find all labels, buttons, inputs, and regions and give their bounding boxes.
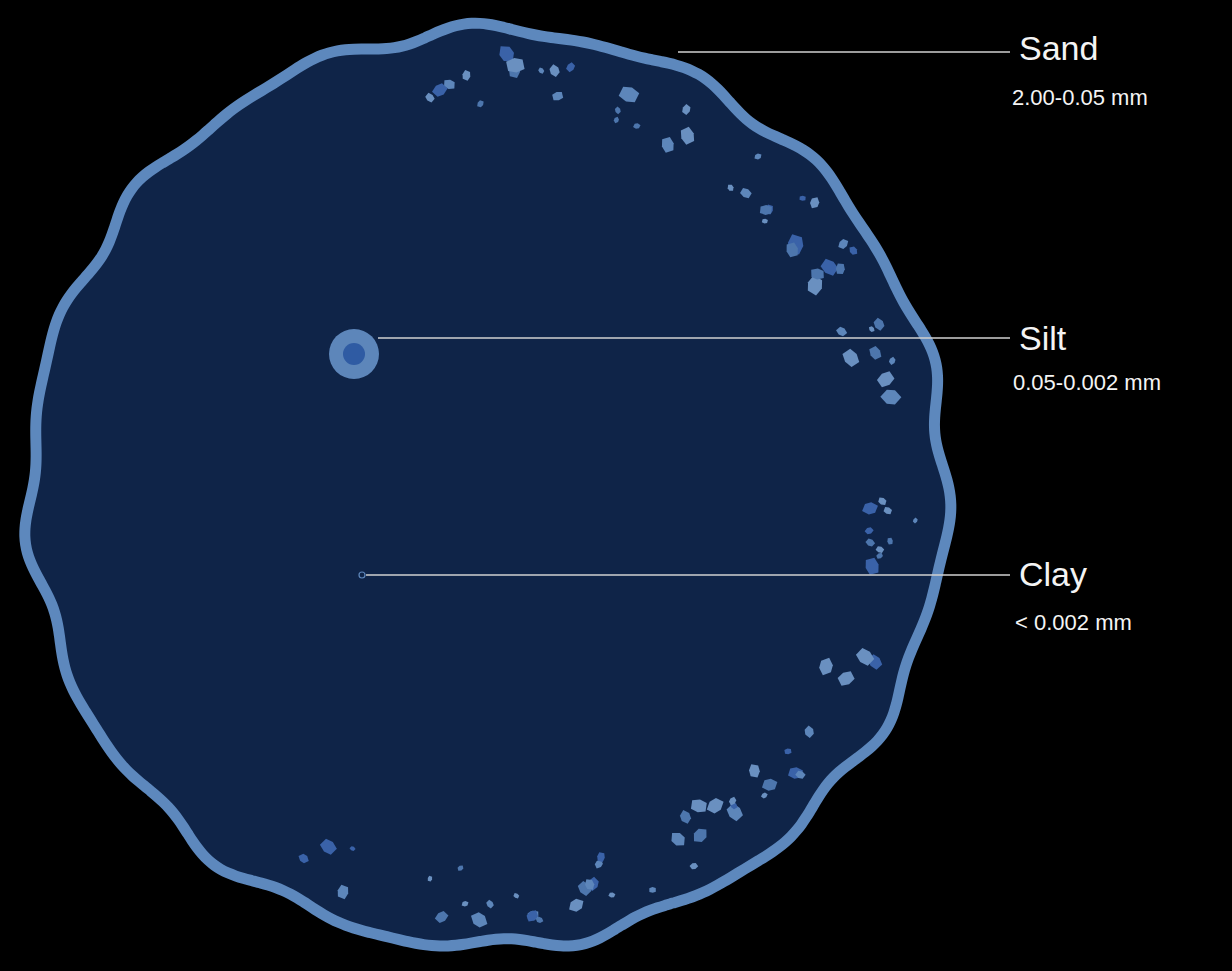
- sand-speck: [795, 771, 805, 779]
- sand-speck: [787, 242, 798, 257]
- sand-speck: [707, 798, 724, 814]
- particle-name: Silt: [1019, 320, 1066, 357]
- sand-speck: [682, 104, 690, 115]
- sand-speck: [549, 64, 559, 77]
- sand-speck: [876, 546, 885, 553]
- sand-speck: [805, 725, 814, 738]
- size-range: 0.05-0.002 mm: [1013, 371, 1161, 395]
- silt-particle: [329, 329, 379, 379]
- sand-speck: [799, 196, 805, 201]
- sand-speck: [862, 502, 878, 514]
- sand-speck: [619, 87, 640, 102]
- sand-speck: [810, 197, 819, 208]
- sand-speck: [671, 833, 684, 845]
- sand-speck: [463, 70, 471, 81]
- sand-speck: [694, 829, 707, 842]
- sand-speck: [874, 318, 885, 331]
- sand-speck: [876, 553, 883, 559]
- leader-line: [378, 337, 1010, 339]
- sand-speck: [432, 83, 448, 97]
- leader-line: [678, 51, 1010, 53]
- sand-speck: [649, 887, 656, 893]
- sand-speck: [681, 127, 694, 145]
- sand-speck: [662, 137, 674, 153]
- sand-speck: [690, 863, 699, 869]
- sand-speck: [889, 357, 896, 365]
- sand-speck: [499, 46, 514, 61]
- sand-speck: [462, 901, 469, 907]
- sand-speck: [865, 539, 875, 547]
- sand-grain: [25, 23, 951, 946]
- sand-speck: [458, 865, 464, 870]
- sand-speck: [350, 846, 356, 851]
- sand-speck: [760, 205, 772, 215]
- sand-speck: [585, 879, 594, 889]
- sand-speck: [338, 885, 348, 899]
- sand-speck: [728, 185, 734, 191]
- sand-speck: [819, 658, 833, 675]
- sand-speck: [838, 671, 855, 685]
- sand-speck: [884, 507, 892, 514]
- sand-speck: [614, 117, 619, 123]
- sand-speck: [538, 67, 544, 73]
- leader-line: [366, 574, 1010, 576]
- sand-speck: [552, 92, 563, 100]
- sand-speck: [761, 792, 768, 798]
- sand-speck: [729, 797, 736, 806]
- particle-name: Clay: [1019, 556, 1087, 593]
- sand-speck: [869, 346, 881, 360]
- sand-speck: [836, 327, 847, 337]
- sand-speck: [471, 912, 487, 927]
- sand-speck: [849, 246, 857, 254]
- sand-speck: [597, 852, 605, 862]
- clay-particle: [359, 572, 365, 578]
- silt-particle-core: [343, 343, 365, 365]
- sand-speck: [811, 268, 824, 279]
- sand-speck: [878, 498, 886, 505]
- sand-speck: [784, 749, 791, 755]
- sand-specks: [299, 46, 918, 927]
- sand-speck: [880, 390, 901, 405]
- sand-speck: [856, 648, 874, 666]
- sand-speck: [762, 219, 768, 224]
- sand-speck: [877, 371, 895, 387]
- sand-speck: [435, 911, 449, 923]
- sand-speck: [566, 62, 575, 72]
- sand-speck: [633, 123, 640, 128]
- size-range: 2.00-0.05 mm: [1012, 86, 1148, 110]
- sand-speck: [691, 800, 707, 813]
- sand-speck: [749, 764, 760, 777]
- sand-speck: [869, 326, 875, 332]
- sand-speck: [569, 899, 583, 912]
- sand-speck: [513, 893, 519, 898]
- sand-speck: [615, 107, 621, 115]
- sand-speck: [680, 810, 691, 824]
- sand-speck: [506, 58, 524, 72]
- size-range: < 0.002 mm: [1015, 611, 1132, 635]
- sand-speck: [866, 558, 879, 575]
- sand-speck: [887, 538, 892, 545]
- sand-speck: [299, 854, 309, 864]
- sand-speck: [428, 876, 432, 882]
- sand-speck: [477, 100, 483, 107]
- sand-speck: [913, 518, 918, 524]
- sand-grain-outline: [25, 23, 951, 946]
- sand-speck: [608, 892, 615, 897]
- particle-name: Sand: [1019, 30, 1098, 67]
- sand-speck: [865, 527, 874, 534]
- sand-speck: [838, 239, 848, 249]
- sand-speck: [755, 153, 762, 159]
- sand-speck: [740, 188, 752, 198]
- sand-speck: [486, 900, 494, 909]
- sand-speck: [762, 779, 777, 791]
- sand-speck: [425, 93, 434, 103]
- sand-speck: [320, 839, 337, 855]
- sand-speck: [836, 264, 845, 275]
- sand-speck: [842, 349, 859, 367]
- sand-speck: [536, 917, 544, 923]
